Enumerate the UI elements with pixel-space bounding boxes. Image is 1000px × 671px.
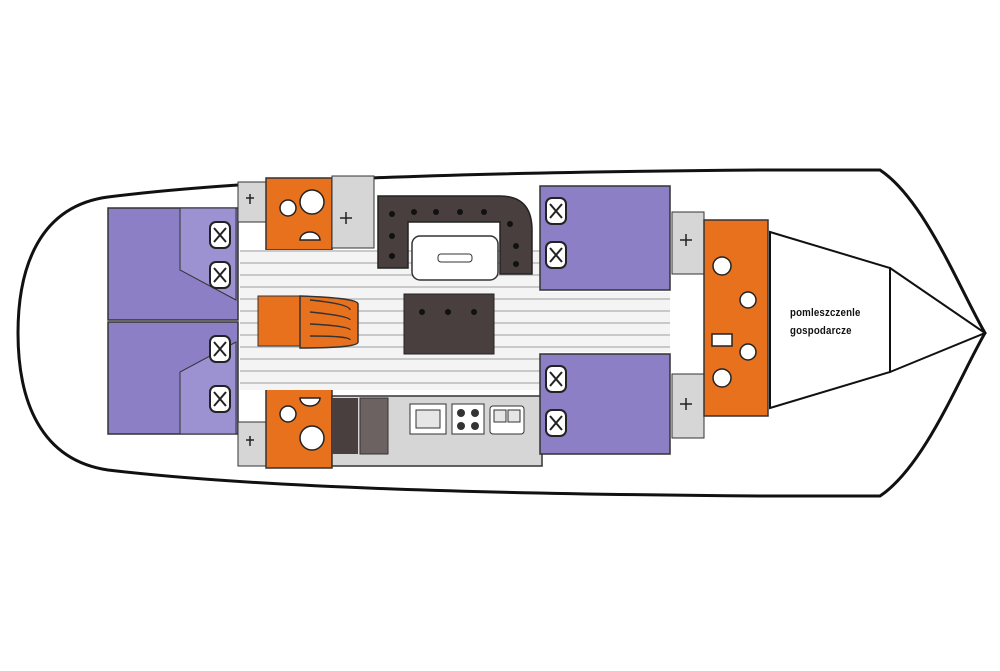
hanger-icon <box>246 194 254 446</box>
cushion-icon <box>545 197 567 437</box>
dinette-settee <box>377 195 533 275</box>
head-compartment-fwd-upper <box>265 177 333 251</box>
stove-icon <box>451 403 485 435</box>
stairs-icon <box>257 295 301 347</box>
toilet-icon <box>279 189 325 451</box>
utility-room-label: pomleszczenle gospodarcze <box>790 304 878 340</box>
settee-lower <box>403 293 495 355</box>
cushion-icon <box>209 221 231 413</box>
head-compartment-aft <box>703 219 769 417</box>
head-compartment-fwd-lower <box>265 387 333 469</box>
utility-room-label-line1: pomleszczenle <box>790 307 861 319</box>
sink-icon <box>409 403 525 435</box>
toilet-icon <box>711 256 757 388</box>
utility-room-label-line2: gospodarcze <box>790 325 852 337</box>
